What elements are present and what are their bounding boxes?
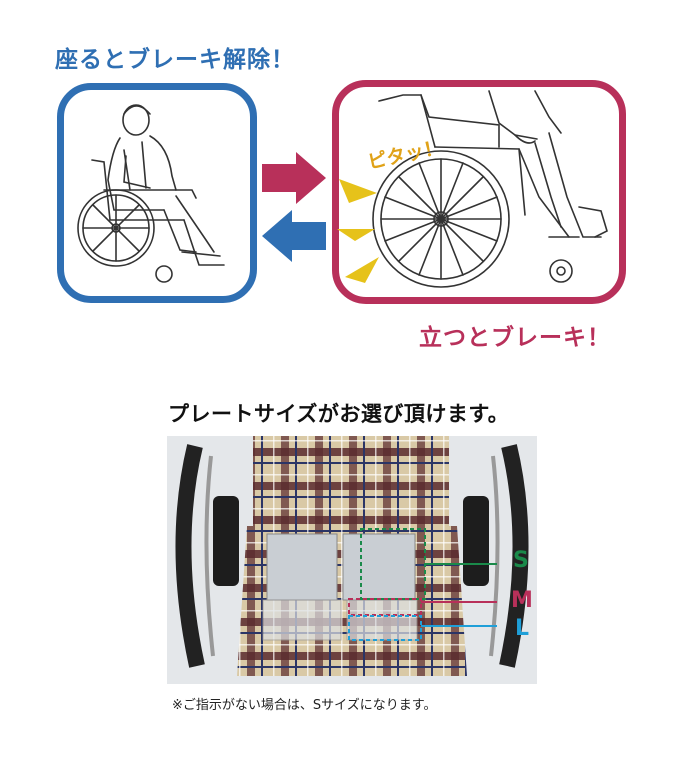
plate-size-title: プレートサイズがお選び頂けます。 (168, 402, 510, 426)
sitting-person-wheelchair-illustration (77, 104, 225, 283)
default-size-note: ※ご指示がない場合は、Sサイズになります。 (172, 698, 437, 713)
impact-marks (337, 179, 379, 283)
impact-mark-icon (339, 179, 377, 203)
impact-mark-icon (345, 257, 379, 283)
impact-mark-icon (337, 229, 375, 241)
sit-release-title: 座るとブレーキ解除！ (55, 47, 295, 73)
standing-illustration-panel (332, 80, 626, 304)
standing-person-wheelchair-illustration (372, 90, 608, 288)
size-l-label: L (515, 616, 530, 641)
size-s-label: S (513, 548, 529, 573)
arrow-right-icon (262, 152, 326, 204)
direction-arrows (262, 152, 326, 262)
seat-plate-photo (167, 436, 537, 684)
size-m-label: M (511, 588, 533, 613)
arrow-left-icon (262, 210, 326, 262)
stand-brake-title: 立つとブレーキ！ (419, 325, 611, 351)
sitting-illustration-panel (57, 83, 257, 303)
